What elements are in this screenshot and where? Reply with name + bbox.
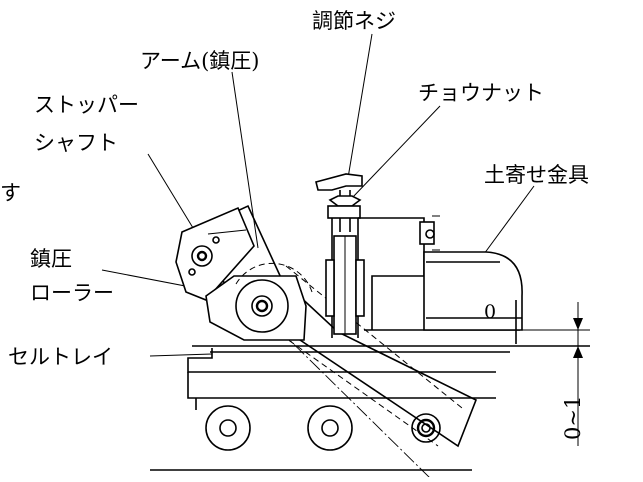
press-roller <box>205 262 313 341</box>
gap-dimension <box>573 302 583 446</box>
carriage-body <box>187 372 496 399</box>
dimension-arrow-top <box>573 318 583 330</box>
stopper-bolt <box>191 245 213 267</box>
label-adjust-screw: 調節ネジ <box>312 9 396 33</box>
label-stopper-shaft-line1: ストッパー <box>34 93 139 117</box>
dimension-gap-text: 0~1 <box>561 396 585 440</box>
leader-soil-fitting <box>483 185 535 255</box>
roller-hidden-arc <box>235 262 313 293</box>
label-press-roller-line1: 鎮圧 <box>30 247 72 271</box>
arm-hidden-upper <box>285 265 463 409</box>
dimension-arrow-bottom <box>573 346 583 358</box>
carriage-wheel-2 <box>307 405 353 451</box>
side-bracket <box>419 221 435 245</box>
carriage-wheel-3 <box>411 413 441 443</box>
leader-cell-tray <box>149 353 213 357</box>
leader-lines <box>101 33 535 357</box>
wing-nut-shape <box>328 195 362 207</box>
soil-fitting-cover <box>423 251 523 331</box>
label-cut-char: す <box>0 181 21 205</box>
adjust-screw-assembly <box>315 173 365 338</box>
label-cell-tray: セルトレイ <box>8 345 113 369</box>
screw-handle <box>315 173 363 191</box>
carriage-wheel-1 <box>205 405 251 451</box>
label-arm: アーム(鎮圧) <box>140 49 260 73</box>
nut-block <box>327 205 361 219</box>
soil-fitting: 0 <box>423 251 523 344</box>
ground-lines <box>150 329 590 471</box>
roller-wheel <box>235 279 289 333</box>
roller-housing <box>205 275 307 341</box>
leader-wing-nut <box>351 105 441 199</box>
cell-tray-carriage <box>187 348 510 451</box>
frame-upper <box>358 217 425 330</box>
label-press-roller-line2: ローラー <box>30 281 114 305</box>
label-soil-fitting: 土寄せ金具 <box>484 163 589 187</box>
label-wing-nut: チョウナット <box>418 81 544 105</box>
tray-upper-rail <box>187 348 496 373</box>
part-mark: 0 <box>484 301 496 323</box>
label-stopper-shaft-line2: シャフト <box>34 131 118 155</box>
leader-adjust-screw <box>347 33 373 179</box>
